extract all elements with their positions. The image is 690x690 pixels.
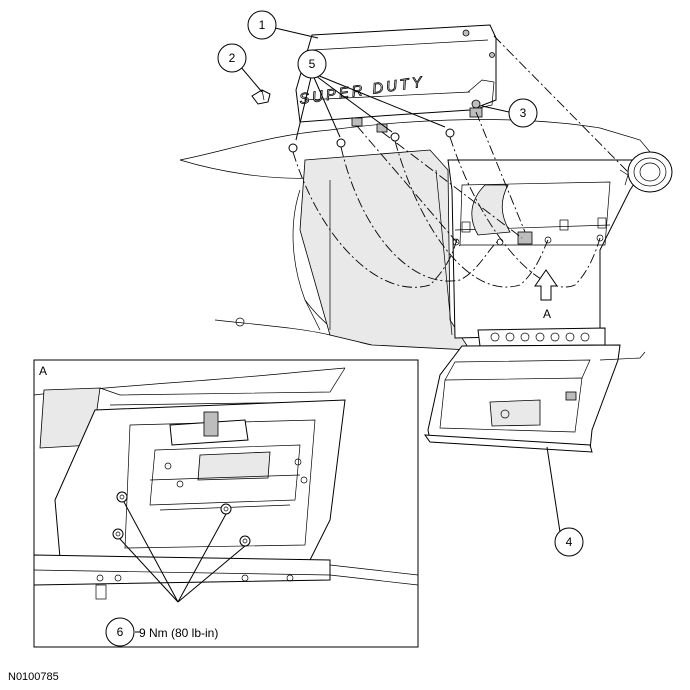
- round-vent: [627, 151, 673, 193]
- callout-6: 6: [105, 617, 135, 647]
- callout-2-number: 2: [229, 51, 236, 65]
- assembly-path-lines: [292, 35, 629, 288]
- figure-id-label: N0100785: [8, 671, 59, 683]
- inset-view-label: A: [39, 364, 47, 378]
- view-a-arrow: A: [534, 269, 558, 321]
- dash-latch-clips: [452, 217, 607, 246]
- callout-2: 2: [217, 43, 247, 73]
- callout-6-number: 6: [117, 625, 124, 639]
- glove-box-hinge-pattern: [490, 332, 590, 342]
- glove-box: [423, 327, 646, 453]
- glove-box-bolts: [112, 491, 251, 547]
- callout-5-number: 5: [309, 57, 316, 71]
- callout-3: 3: [508, 98, 538, 128]
- callout-4: 4: [554, 527, 584, 557]
- instrument-panel-outline: [179, 119, 673, 351]
- callout-4-number: 4: [566, 535, 573, 549]
- view-arrow-label: A: [543, 307, 551, 321]
- callout-1-number: 1: [259, 18, 266, 32]
- callout-3-number: 3: [520, 106, 527, 120]
- torque-spec-label: 9 Nm (80 lb-in): [139, 626, 218, 640]
- leader-lines: [119, 27, 561, 633]
- small-bracket: [251, 89, 271, 105]
- callout-5: 5: [297, 49, 327, 79]
- callout-1: 1: [247, 10, 277, 40]
- inset-view-a: A: [33, 359, 419, 648]
